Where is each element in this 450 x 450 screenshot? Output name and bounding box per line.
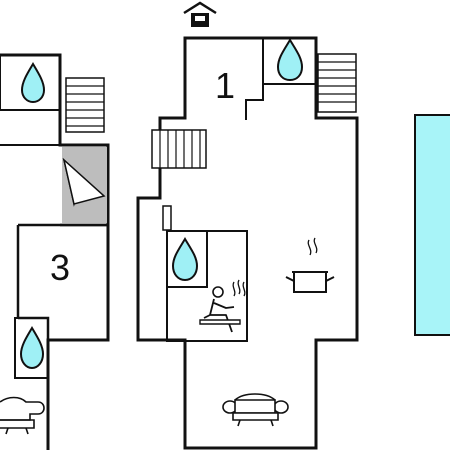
- water-drop-icon: [19, 326, 45, 370]
- center-building: 1: [136, 1, 359, 450]
- water-drop-icon: [20, 62, 46, 104]
- stairs-icon: [317, 53, 357, 113]
- house-icon: [183, 1, 217, 27]
- left-lower-bath-box: [14, 317, 49, 379]
- room-3-label: 3: [50, 247, 70, 288]
- cooking-pot-icon: [285, 237, 335, 293]
- door-marker: [162, 205, 172, 231]
- sofa-icon: [0, 396, 45, 435]
- room-1-inner-wall: [245, 84, 264, 120]
- stairs-icon: [65, 77, 105, 133]
- sauna-bath-box: [166, 230, 208, 288]
- sofa-icon: [222, 393, 289, 427]
- pool-icon: [414, 114, 450, 336]
- left-bath-box: [0, 54, 61, 111]
- water-drop-icon: [171, 237, 199, 282]
- stairs-icon: [151, 129, 207, 169]
- left-building: 3: [0, 53, 110, 450]
- door-swing-icon: [62, 147, 109, 223]
- sauna-icon: [199, 279, 246, 333]
- center-bath-box: [262, 37, 317, 85]
- water-drop-icon: [276, 38, 304, 82]
- room-1-label: 1: [215, 65, 235, 106]
